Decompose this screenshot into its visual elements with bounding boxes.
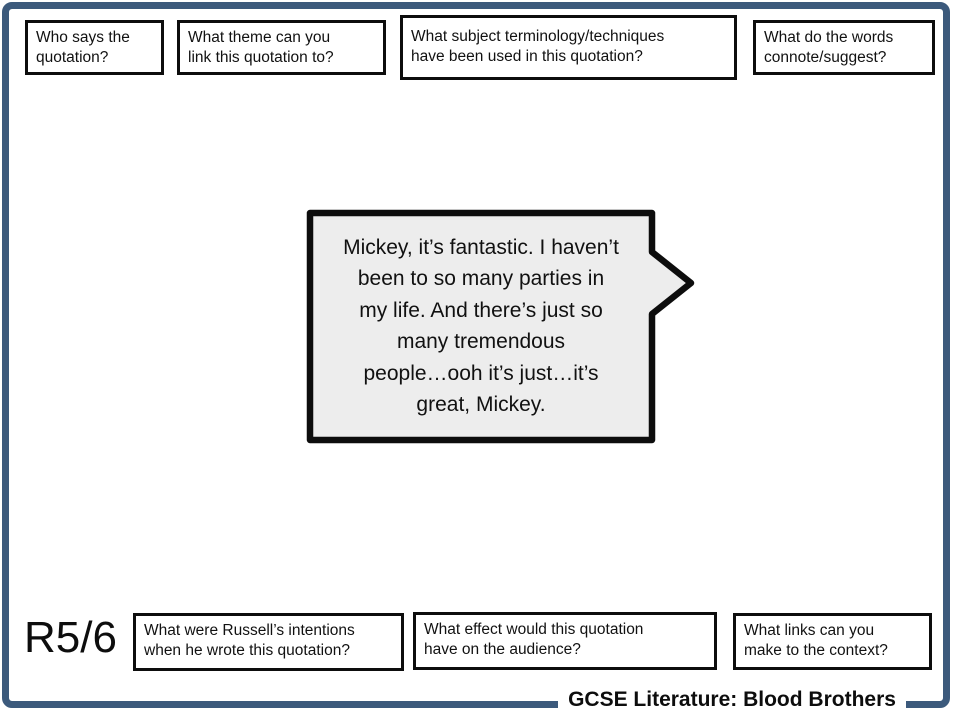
question-box-who-says: Who says the quotation? xyxy=(25,20,164,75)
question-box-connotation: What do the words connote/suggest? xyxy=(753,20,935,75)
question-box-russell-intentions: What were Russell’s intentions when he w… xyxy=(133,613,404,671)
footer-title: GCSE Literature: Blood Brothers xyxy=(558,685,906,715)
slide-reference-label: R5/6 xyxy=(24,613,117,662)
question-box-audience-effect: What effect would this quotation have on… xyxy=(413,612,717,670)
quotation-text: Mickey, it’s fantastic. I haven’t been t… xyxy=(343,235,619,417)
question-box-terminology: What subject terminology/techniques have… xyxy=(400,15,737,80)
question-box-context-links: What links can you make to the context? xyxy=(733,613,932,670)
question-box-theme: What theme can you link this quotation t… xyxy=(177,20,386,75)
slide-border-frame xyxy=(2,2,950,708)
speech-bubble-shape xyxy=(306,209,695,444)
